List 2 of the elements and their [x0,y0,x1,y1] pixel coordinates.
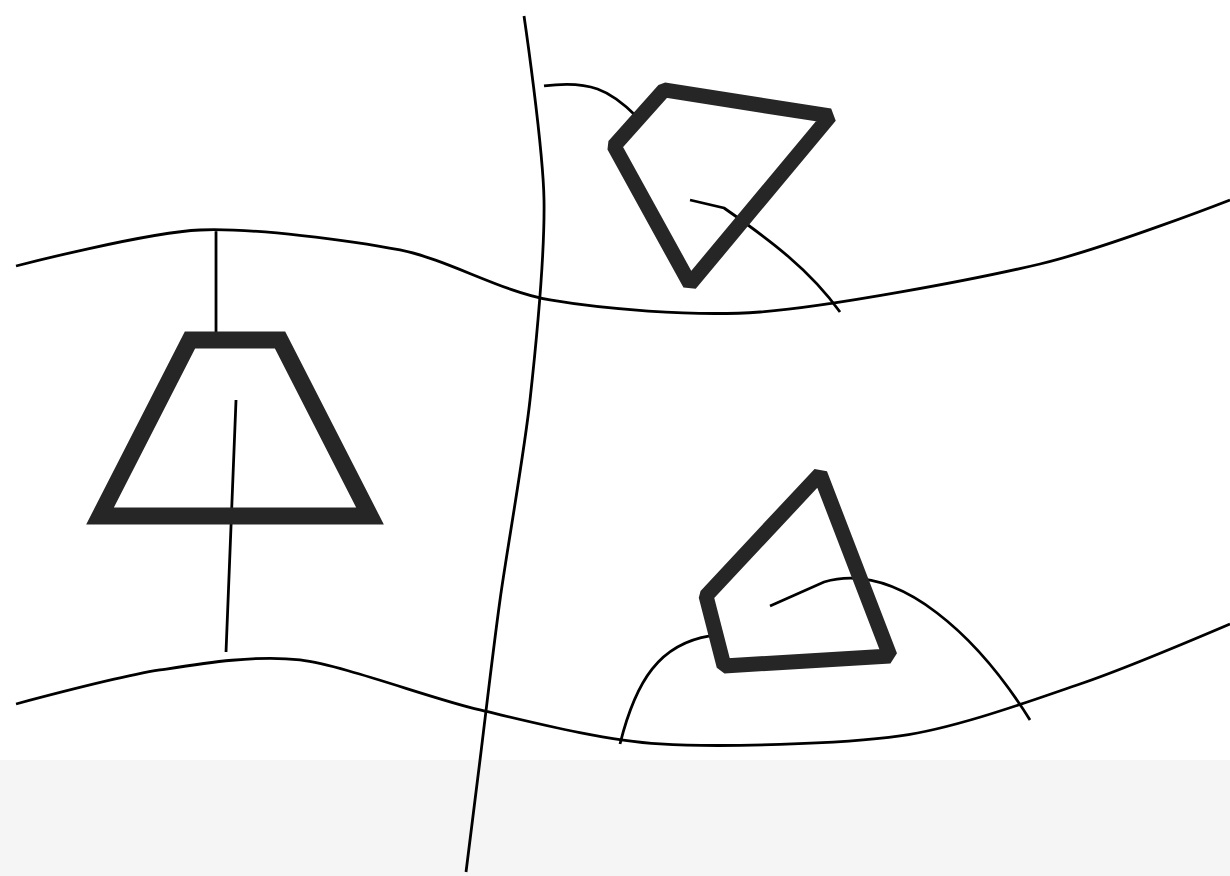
quadrilateral-frame [606,82,838,292]
quadrilateral-frame [698,466,898,674]
